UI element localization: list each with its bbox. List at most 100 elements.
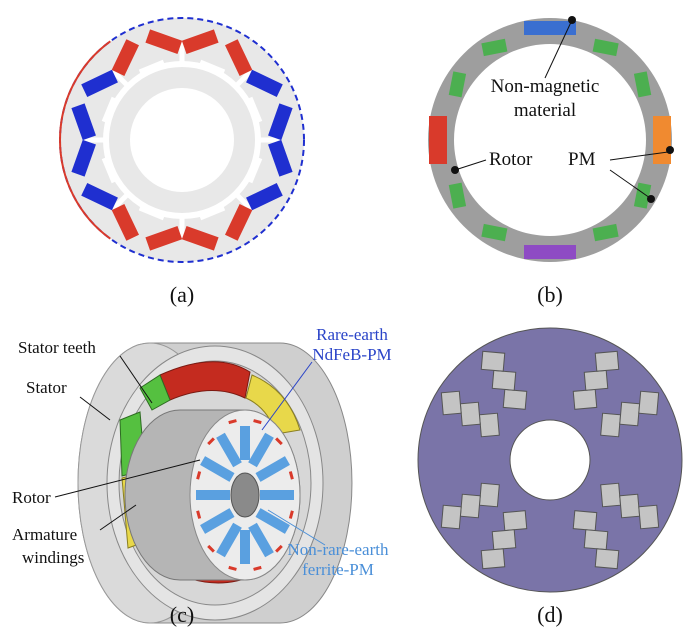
label-nonmag-1: Non-magnetic: [491, 76, 600, 97]
flux-barrier-spoke: [260, 137, 280, 143]
pm-block-d: [480, 548, 506, 570]
pm-block-d: [638, 390, 660, 416]
label-rotor-b: Rotor: [489, 149, 533, 170]
pm-green-b: [633, 71, 652, 98]
flux-barrier-spoke: [110, 68, 129, 87]
pm-green-b: [448, 71, 467, 98]
leader-ferrite: [267, 509, 326, 546]
magnets-b: [429, 21, 671, 259]
ferrite-spoke-magnet: [248, 522, 274, 558]
shaft: [230, 472, 260, 518]
magnets-d: [440, 350, 660, 570]
pm-green-b: [481, 223, 508, 242]
outer-boundary-top-a: [59, 17, 305, 263]
flux-barrier-slot: [245, 96, 263, 124]
pm-green-b: [448, 182, 467, 209]
caption-a: (a): [170, 282, 194, 307]
ferrite-spoke-magnet: [240, 530, 250, 564]
label-armature-2: windings: [22, 548, 84, 567]
label-armature-1: Armature: [12, 525, 77, 544]
bore-b: [454, 44, 646, 236]
pm-magnet-a: [246, 69, 283, 97]
pm-magnet-a: [111, 39, 139, 76]
coil-green-top: [139, 374, 171, 411]
pm-block-d: [594, 548, 620, 570]
leader-nonmag: [544, 19, 573, 79]
ferrite-spoke-magnet: [240, 426, 250, 460]
label-rare-earth-1: Rare-earth: [316, 325, 388, 344]
ferrite-spoke-magnet: [255, 456, 290, 482]
leader-pm-1: [609, 151, 669, 161]
pm-block-d: [502, 388, 528, 410]
pm-block-b: [524, 21, 576, 35]
ferrite-spoke-magnet: [216, 432, 242, 468]
caption-b: (b): [537, 282, 563, 307]
pm-magnet-a: [145, 29, 183, 54]
ferrite-spoke-magnet: [216, 522, 242, 558]
pm-block-d: [638, 504, 660, 530]
pm-magnet-a: [268, 103, 293, 141]
flux-barrier-slot: [198, 203, 226, 221]
leader-stator: [79, 396, 111, 421]
flux-barrier-spoke: [84, 137, 104, 143]
ndfeb-magnet-c: [288, 471, 294, 480]
caption-c: (c): [170, 602, 194, 627]
flux-barriers-a: [84, 42, 280, 238]
ndfeb-magnet-c: [253, 419, 262, 425]
dot-nonmag: [568, 16, 576, 24]
pm-block-d: [594, 350, 620, 372]
pm-block-d: [600, 482, 622, 508]
pm-magnet-a: [225, 39, 253, 76]
pm-green-b: [633, 182, 652, 209]
pm-block-d: [619, 493, 641, 519]
pm-magnet-a: [268, 139, 293, 177]
ndfeb-magnet-c: [196, 471, 202, 480]
flux-barrier-spoke: [235, 68, 254, 87]
ferrite-spoke-magnet: [196, 490, 230, 500]
panel-d: (d): [417, 327, 683, 627]
ndfeb-magnet-c: [288, 510, 294, 519]
flux-barrier-spoke: [179, 42, 185, 62]
pm-block-d: [459, 493, 481, 519]
panel-c: Stator teeth Stator Rotor Armature windi…: [12, 325, 392, 627]
pm-block-d: [440, 504, 462, 530]
pm-green-b: [592, 38, 619, 57]
pm-magnet-a: [111, 204, 139, 241]
label-rotor-c: Rotor: [12, 488, 51, 507]
dot-pm-2: [647, 195, 655, 203]
pm-magnet-a: [81, 69, 118, 97]
panel-a: (a): [59, 17, 305, 307]
pm-magnet-a: [71, 103, 96, 141]
pm-magnet-a: [225, 204, 253, 241]
pm-block-d: [491, 529, 517, 551]
label-non-rare-2: ferrite-PM: [302, 560, 374, 579]
pm-green-b: [592, 223, 619, 242]
leader-rotor-c: [54, 459, 201, 498]
pm-block-d: [502, 510, 528, 532]
pm-block-d: [583, 369, 609, 391]
pm-block-b: [524, 245, 576, 259]
ndfeb-magnet-c: [275, 544, 283, 553]
pm-block-d: [478, 412, 500, 438]
ferrite-spoke-magnet: [248, 432, 274, 468]
pm-block-d: [480, 350, 506, 372]
ndfeb-magnet-c: [253, 565, 262, 571]
caption-d: (d): [537, 602, 563, 627]
flux-barrier-slot: [198, 59, 226, 77]
pm-magnet-a: [71, 139, 96, 177]
flux-barrier-slot: [138, 59, 166, 77]
ndfeb-magnet-c: [228, 565, 237, 571]
pm-magnet-a: [181, 226, 219, 251]
leader-rare-earth: [261, 361, 313, 431]
leader-armature: [99, 504, 137, 531]
pm-block-d: [440, 390, 462, 416]
leader-rotor: [454, 159, 487, 171]
flux-barrier-slot: [101, 96, 119, 124]
pm-green-b: [481, 38, 508, 57]
ndfeb-magnet-c: [207, 437, 215, 446]
label-stator: Stator: [26, 378, 67, 397]
leader-stator-teeth: [119, 355, 153, 404]
label-rare-earth-2: NdFeB-PM: [312, 345, 391, 364]
bore-a: [130, 88, 234, 192]
